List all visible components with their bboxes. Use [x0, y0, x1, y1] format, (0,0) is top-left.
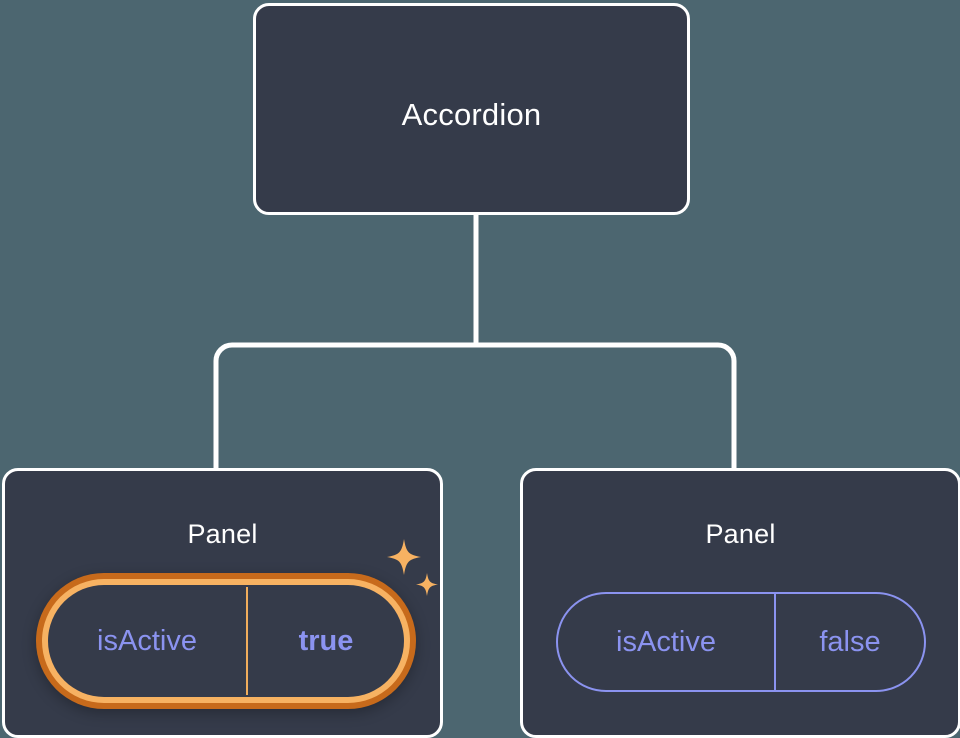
prop-value-label: true: [298, 624, 354, 657]
prop-value-label: false: [819, 625, 881, 658]
connector-branch-right: [476, 342, 737, 472]
prop-pill-ring-inner: isActive true: [42, 579, 410, 703]
node-accordion-title: Accordion: [401, 97, 542, 132]
node-panel-active-title: Panel: [187, 519, 258, 549]
prop-key-label: isActive: [97, 624, 197, 657]
node-accordion[interactable]: Accordion: [253, 3, 690, 215]
prop-key-label: isActive: [616, 625, 716, 658]
prop-pill-divider: [246, 587, 248, 695]
node-panel-inactive-title: Panel: [705, 519, 776, 549]
prop-pill-isactive-true[interactable]: isActive true: [36, 573, 416, 709]
prop-pill-core: isActive true: [48, 585, 404, 697]
prop-pill-isactive-false[interactable]: isActive false: [556, 592, 926, 692]
prop-pill-divider: [774, 594, 776, 690]
connector-branch-left: [213, 342, 476, 472]
